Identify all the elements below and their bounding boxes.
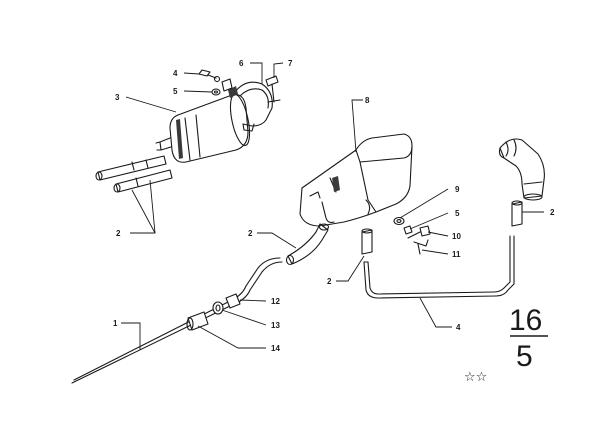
short-hose-right xyxy=(511,200,523,227)
clip-13 xyxy=(212,301,224,315)
washer-5-top xyxy=(211,88,221,96)
callout-2-middle: 2 xyxy=(248,229,253,238)
page-reference: 16 5 ☆☆ xyxy=(464,304,548,385)
callout-13: 13 xyxy=(271,321,280,330)
filler-neck-elbow xyxy=(498,138,545,201)
fuel-line-4 xyxy=(363,235,515,299)
nut-5-right xyxy=(403,225,413,235)
short-hose-middle xyxy=(361,228,373,263)
connector-12 xyxy=(225,293,241,309)
callout-3: 3 xyxy=(115,93,120,102)
callout-2-left: 2 xyxy=(116,229,121,238)
callout-4: 4 xyxy=(173,69,178,78)
callout-1: 1 xyxy=(113,319,118,328)
washer-9 xyxy=(393,216,405,226)
callout-12: 12 xyxy=(271,297,280,306)
hose-middle xyxy=(285,223,330,266)
leader-lines xyxy=(121,62,544,350)
page-number-top: 16 xyxy=(509,304,542,337)
callout-2-right: 2 xyxy=(550,208,555,217)
callout-10: 10 xyxy=(452,232,461,241)
sleeve-14 xyxy=(186,311,209,331)
hose-pair xyxy=(95,155,173,193)
bolt-11 xyxy=(413,239,429,255)
fuel-tank xyxy=(299,133,413,227)
callout-14: 14 xyxy=(271,344,280,353)
callout-6: 6 xyxy=(239,59,244,68)
callout-4-line: 4 xyxy=(456,323,461,332)
fuel-filter xyxy=(155,93,251,163)
callout-2-lower: 2 xyxy=(327,277,332,286)
callout-8: 8 xyxy=(365,96,370,105)
bolt-10 xyxy=(407,225,431,239)
page-marks: ☆☆ xyxy=(464,370,487,385)
fuel-line-1 xyxy=(71,257,283,384)
callout-11: 11 xyxy=(452,250,461,259)
bolt-7 xyxy=(265,75,281,103)
callout-5-right: 5 xyxy=(455,209,460,218)
callout-9: 9 xyxy=(455,185,460,194)
page-number-bottom: 5 xyxy=(516,340,533,373)
callout-5-top: 5 xyxy=(173,87,178,96)
screw-4 xyxy=(198,69,221,83)
callout-7: 7 xyxy=(288,59,293,68)
